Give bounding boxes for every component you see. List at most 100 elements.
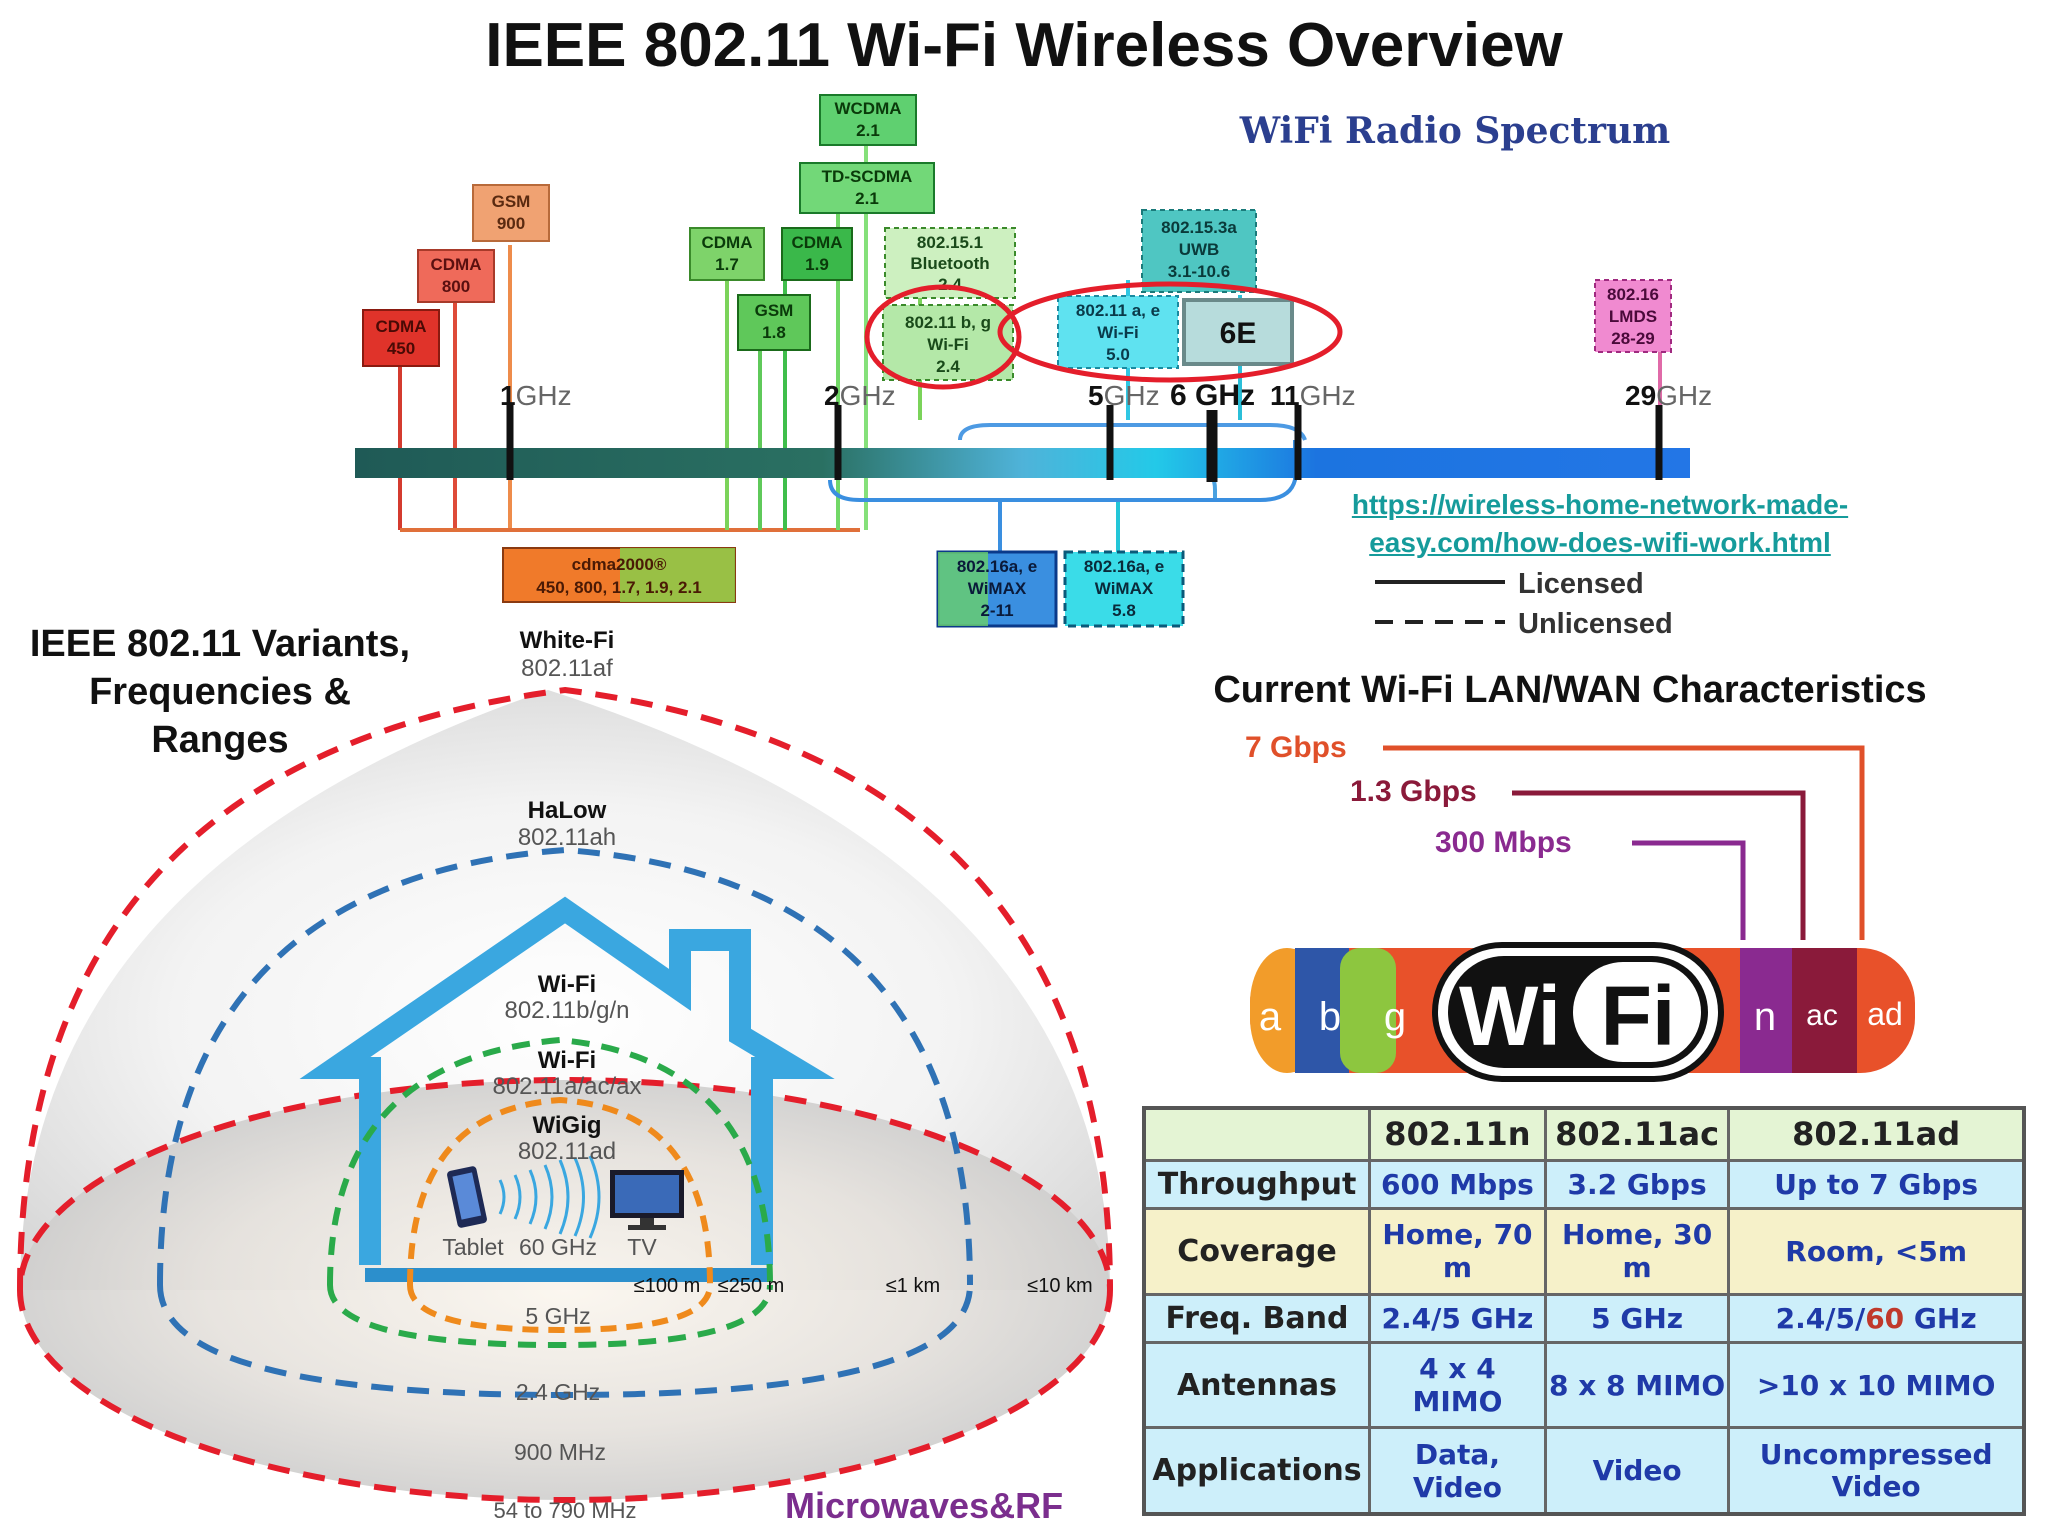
- wifi-letter-ac: ac: [1806, 999, 1838, 1032]
- wifi-acax-std: 802.11a/ac/ax: [492, 1073, 641, 1100]
- tick-label-1: 1GHz: [500, 380, 572, 411]
- range-100m: ≤100 m: [634, 1275, 701, 1297]
- row-label-applications: Applications: [1142, 1426, 1371, 1516]
- svg-text:28-29: 28-29: [1611, 329, 1654, 348]
- svg-text:GSM: GSM: [755, 301, 794, 320]
- box-gsm-1.8: GSM 1.8: [737, 294, 811, 351]
- legend-unlicensed-label: Unlicensed: [1518, 608, 1673, 640]
- table-header-row: 802.11n 802.11ac 802.11ad: [1142, 1106, 2026, 1162]
- svg-text:UWB: UWB: [1179, 240, 1220, 259]
- tv-icon: [610, 1170, 684, 1230]
- ring-wifi-acax-dome: [327, 1036, 773, 1286]
- tick-label-29: 29GHz: [1625, 380, 1712, 411]
- svg-text:2.1: 2.1: [855, 189, 879, 208]
- legend-licensed-label: Licensed: [1518, 568, 1644, 600]
- svg-text:802.16: 802.16: [1607, 285, 1659, 304]
- speed-1.3gbps: 1.3 Gbps: [1350, 775, 1477, 808]
- halow-std: 802.11ah: [518, 824, 616, 851]
- svg-text:802.16a, e: 802.16a, e: [957, 557, 1037, 576]
- box-cdma-450: CDMA 450: [362, 309, 440, 367]
- source-link[interactable]: https://wireless-home-network-made- easy…: [1290, 486, 1910, 562]
- source-link-line2[interactable]: easy.com/how-does-wifi-work.html: [1369, 527, 1831, 558]
- svg-text:1.8: 1.8: [762, 323, 786, 342]
- svg-text:CDMA: CDMA: [376, 317, 427, 336]
- tick-label-6ghz: 6 GHz: [1170, 379, 1255, 412]
- svg-text:802.11 a, e: 802.11 a, e: [1076, 301, 1160, 320]
- speed-7gbps: 7 Gbps: [1245, 731, 1347, 764]
- ring-wigig-dome: [407, 1096, 713, 1286]
- row-label-coverage: Coverage: [1142, 1207, 1371, 1296]
- svg-text:450, 800, 1.7, 1.9, 2.1: 450, 800, 1.7, 1.9, 2.1: [536, 578, 701, 597]
- box-wimax-5.8: 802.16a, e WiMAX 5.8: [1063, 550, 1185, 628]
- halow-name: HaLow: [528, 797, 607, 824]
- tablet-label: Tablet: [442, 1234, 504, 1260]
- range-10km: ≤10 km: [1027, 1275, 1092, 1297]
- ring-halow-dome: [157, 846, 973, 1286]
- table-header-80211ad: 802.11ad: [1727, 1106, 2026, 1162]
- cell-n-coverage: Home, 70 m: [1368, 1207, 1547, 1296]
- tick-label-11: 11GHz: [1270, 380, 1356, 411]
- wifi-bgn-name: Wi-Fi: [538, 971, 596, 998]
- table-row: Applications Data, Video Video Uncompres…: [1142, 1426, 2026, 1516]
- cell-ad-throughput: Up to 7 Gbps: [1727, 1158, 2026, 1211]
- svg-text:WiMAX: WiMAX: [968, 579, 1027, 598]
- svg-text:6E: 6E: [1220, 317, 1257, 350]
- svg-text:WCDMA: WCDMA: [834, 99, 901, 118]
- svg-text:Wi-Fi: Wi-Fi: [1097, 323, 1138, 342]
- box-wifi-5: 802.11 a, e Wi-Fi 5.0: [1057, 295, 1179, 369]
- source-link-line1[interactable]: https://wireless-home-network-made-: [1351, 489, 1849, 520]
- range-dome-diagram: [17, 686, 1113, 1503]
- svg-text:1.7: 1.7: [715, 255, 739, 274]
- ring-wigig-floor: [407, 1284, 713, 1334]
- cell-ac-freq-band: 5 GHz: [1543, 1292, 1731, 1344]
- svg-text:CDMA: CDMA: [431, 255, 482, 274]
- svg-text:800: 800: [442, 277, 470, 296]
- svg-text:802.11 b, g: 802.11 b, g: [905, 313, 991, 332]
- box-cdma-1.9: CDMA 1.9: [781, 227, 853, 281]
- row-label-antennas: Antennas: [1142, 1340, 1371, 1430]
- svg-text:2.4: 2.4: [938, 275, 962, 294]
- wifi-logo-fi: Fi: [1601, 969, 1676, 1063]
- svg-text:2-11: 2-11: [980, 601, 1013, 620]
- svg-text:CDMA: CDMA: [702, 233, 753, 252]
- range-250m: ≤250 m: [718, 1275, 785, 1297]
- tv-label: TV: [627, 1234, 657, 1260]
- svg-text:2.4: 2.4: [936, 357, 960, 376]
- cell-ac-antennas: 8 x 8 MIMO: [1543, 1340, 1731, 1430]
- cell-n-applications: Data, Video: [1368, 1426, 1547, 1516]
- svg-text:Wi-Fi: Wi-Fi: [927, 335, 968, 354]
- speed-300mbps: 300 Mbps: [1435, 826, 1572, 859]
- table-header-80211ac: 802.11ac: [1543, 1106, 1731, 1162]
- box-lmds: 802.16 LMDS 28-29: [1594, 279, 1672, 353]
- row-label-throughput: Throughput: [1142, 1158, 1371, 1211]
- wifi-letter-g: g: [1384, 995, 1406, 1039]
- wifi-acax-name: Wi-Fi: [538, 1047, 596, 1074]
- cell-ac-coverage: Home, 30 m: [1543, 1207, 1731, 1296]
- highlight-wifi-2.4: [864, 284, 1022, 390]
- cell-ad-coverage: Room, <5m: [1727, 1207, 2026, 1296]
- box-cdma2000: cdma2000® 450, 800, 1.7, 1.9, 2.1: [502, 547, 736, 603]
- variants-caption-line1: IEEE 802.11 Variants,: [29, 623, 411, 665]
- svg-text:1.9: 1.9: [805, 255, 829, 274]
- whitefi-name: White-Fi: [520, 627, 615, 654]
- svg-text:450: 450: [387, 339, 415, 358]
- spectrum-band: [355, 448, 1690, 478]
- brand-logo: Microwaves&RF: [785, 1485, 1063, 1526]
- svg-text:WiMAX: WiMAX: [1095, 579, 1154, 598]
- cell-ac-applications: Video: [1543, 1426, 1731, 1516]
- house-outline: [299, 896, 835, 1265]
- wifi-comparison-table: 802.11n 802.11ac 802.11ad Throughput 600…: [1142, 1106, 2026, 1516]
- svg-text:802.15.1: 802.15.1: [917, 233, 983, 252]
- svg-text:802.15.3a: 802.15.3a: [1161, 218, 1237, 237]
- variants-caption-line2: Frequencies &: [89, 671, 351, 713]
- range-1km: ≤1 km: [886, 1275, 940, 1297]
- band-5ghz: 5 GHz: [525, 1303, 590, 1329]
- cell-n-antennas: 4 x 4 MIMO: [1368, 1340, 1547, 1430]
- ring-wifi-acax-floor: [327, 1284, 773, 1349]
- row-label-freq-band: Freq. Band: [1142, 1292, 1371, 1344]
- svg-text:TD-SCDMA: TD-SCDMA: [822, 167, 913, 186]
- variants-caption-line3: Ranges: [151, 719, 289, 761]
- band-2.4ghz: 2.4 GHz: [516, 1379, 600, 1405]
- wifi-letter-ad: ad: [1867, 996, 1903, 1032]
